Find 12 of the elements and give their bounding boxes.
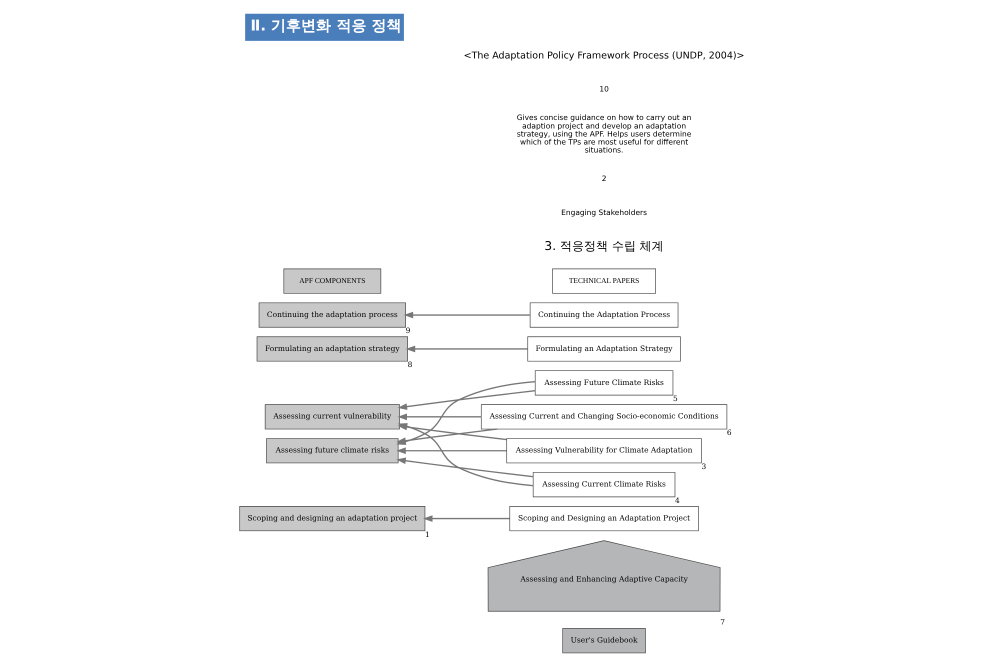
arrow xyxy=(396,413,481,420)
label: 3. 적응정책 수립 체계 xyxy=(544,239,664,254)
arrow xyxy=(403,312,530,318)
arrow xyxy=(397,390,535,410)
diagram-title: Ⅱ. 기후변화 적응 정책 xyxy=(250,16,402,34)
arrow xyxy=(396,457,533,478)
node-box: APF COMPONENTS xyxy=(282,268,381,294)
node-box: TECHNICAL PAPERS xyxy=(552,268,656,294)
arrow xyxy=(396,447,506,454)
arrow xyxy=(422,515,510,522)
caption: <The Adaptation Policy Framework Process (UNDP, 2004)> xyxy=(463,50,744,62)
arrow xyxy=(405,346,528,352)
